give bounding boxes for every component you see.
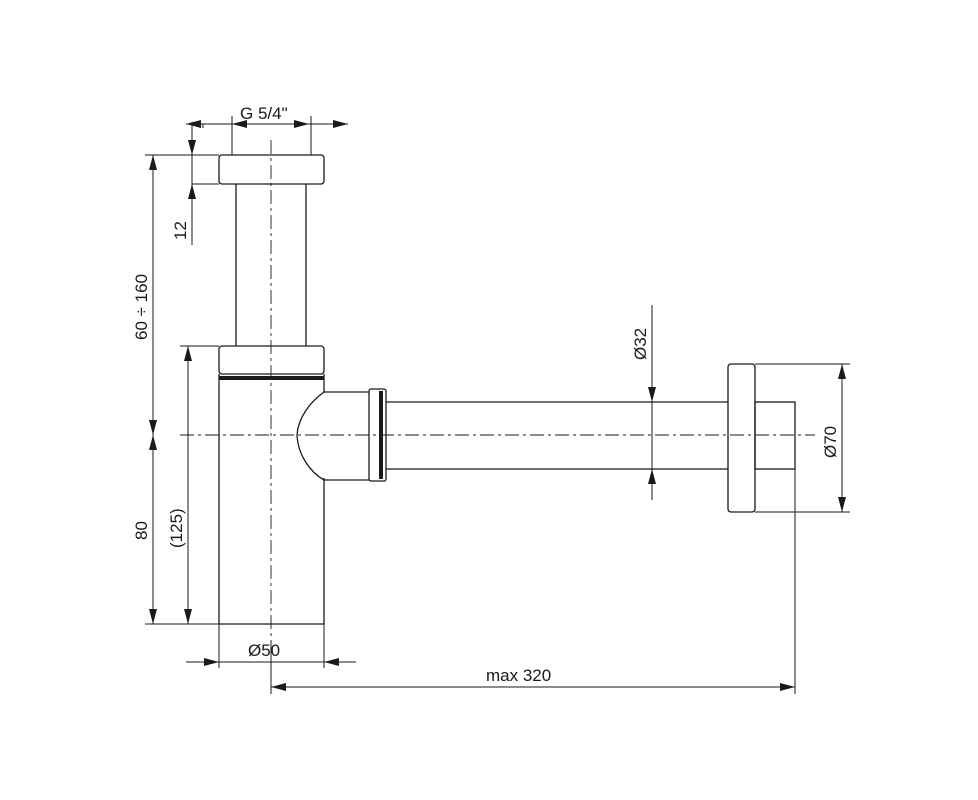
body-diameter-label: Ø50 <box>248 641 280 660</box>
dim-body-total: (125) <box>167 345 219 624</box>
wall-rosette <box>727 363 756 513</box>
dim-rosette-diameter: Ø70 <box>755 363 850 513</box>
dim-thread: G 5/4" <box>186 104 348 155</box>
body-total-label: (125) <box>167 508 186 548</box>
dim-height-range: 60 ÷ 160 <box>132 154 219 435</box>
thread-label: G 5/4" <box>240 104 288 123</box>
max-length-label: max 320 <box>486 666 551 685</box>
wall-sleeve <box>754 401 796 470</box>
top-flange <box>218 154 325 185</box>
trap-body <box>218 154 796 625</box>
outlet-nut <box>368 388 387 482</box>
pipe-diameter-label: Ø32 <box>631 328 650 360</box>
height-range-label: 60 ÷ 160 <box>132 274 151 340</box>
bottle-cap <box>218 345 325 375</box>
body-height-label: 80 <box>132 521 151 540</box>
flange-height-label: 12 <box>171 221 190 240</box>
dim-max-length: max 320 <box>270 469 796 694</box>
dim-body-height: 80 <box>132 435 219 625</box>
dim-pipe-diameter: Ø32 <box>631 305 656 500</box>
bottle-cylinder <box>218 374 325 625</box>
dim-flange-height: 12 <box>171 122 219 245</box>
outlet-elbow <box>296 391 369 481</box>
rosette-diameter-label: Ø70 <box>821 426 840 458</box>
centerlines <box>180 140 815 640</box>
